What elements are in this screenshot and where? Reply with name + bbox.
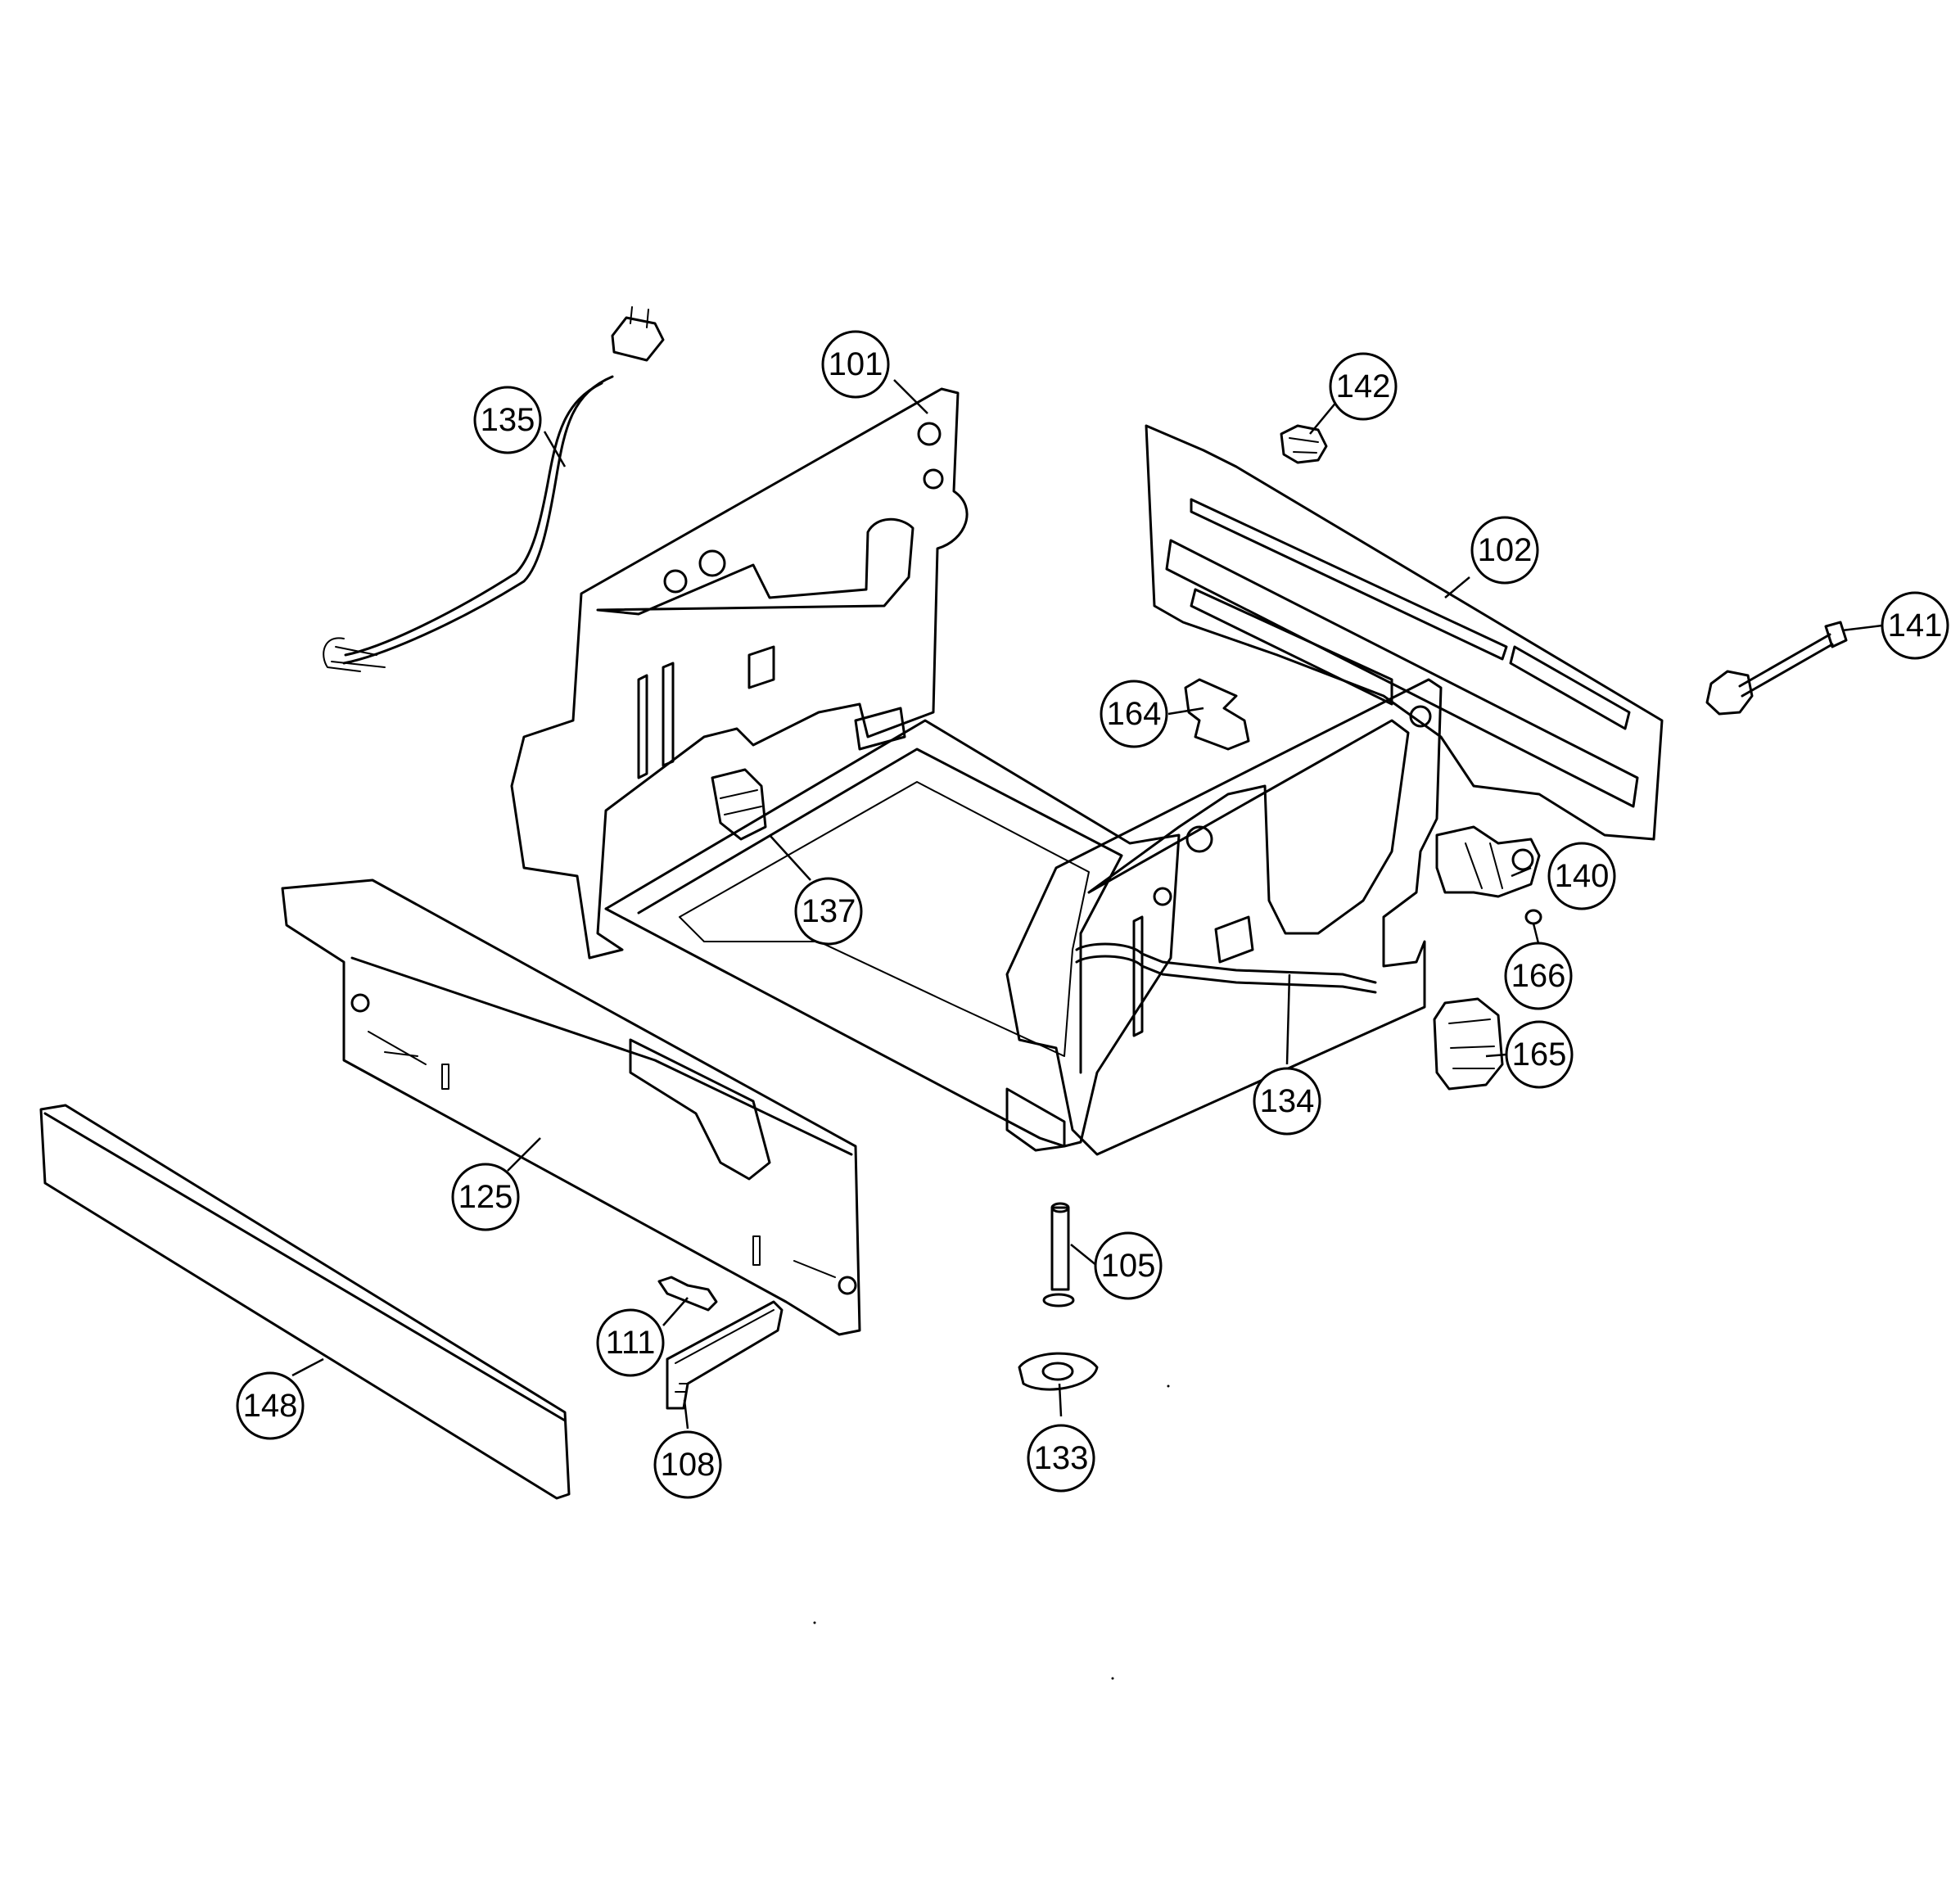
clip-part [657, 1276, 718, 1312]
callout-148: 148 [236, 1371, 305, 1440]
nut-part [1280, 424, 1328, 464]
callout-label-133: 133 [1034, 1440, 1089, 1476]
bracket-rail-part [666, 1300, 784, 1410]
callout-134: 134 [1253, 1067, 1321, 1136]
callout-label-142: 142 [1336, 368, 1391, 404]
power-cord-part [323, 306, 665, 672]
callout-label-125: 125 [458, 1179, 513, 1215]
callout-label-111: 111 [606, 1325, 656, 1361]
callout-166: 166 [1504, 942, 1573, 1010]
callout-label-105: 105 [1101, 1248, 1156, 1284]
callout-label-165: 165 [1512, 1037, 1567, 1073]
foot-pad-part [1018, 1352, 1099, 1391]
hinge-bracket-part [1433, 997, 1504, 1091]
callout-135: 135 [473, 386, 542, 454]
callout-108: 108 [653, 1430, 722, 1499]
callout-label-166: 166 [1511, 958, 1566, 994]
float-switch-part [711, 768, 767, 841]
callout-label-101: 101 [829, 346, 883, 382]
right-frame-panel-part [1005, 678, 1443, 1156]
callout-142: 142 [1329, 352, 1398, 421]
callout-133: 133 [1027, 1424, 1095, 1493]
leader-lines [291, 379, 1883, 1430]
callout-label-135: 135 [481, 402, 535, 438]
callout-165: 165 [1505, 1020, 1574, 1089]
callout-label-102: 102 [1478, 532, 1533, 568]
callout-101: 101 [821, 330, 890, 399]
leveling-leg-part [1042, 1202, 1075, 1308]
bracket-clip-part [1184, 678, 1250, 751]
base-tub-part [604, 719, 1181, 1152]
left-frame-panel-part [510, 387, 969, 960]
callout-164: 164 [1100, 680, 1168, 748]
callout-102: 102 [1470, 516, 1539, 585]
scan-specks [813, 1384, 1170, 1680]
callout-label-164: 164 [1107, 696, 1162, 732]
ring-part [1524, 909, 1542, 925]
callout-105: 105 [1094, 1231, 1163, 1300]
callout-label-140: 140 [1555, 858, 1610, 894]
callout-111: 111 [596, 1308, 665, 1377]
callout-label-134: 134 [1260, 1083, 1315, 1119]
toe-kick-bracket-part [281, 878, 861, 1336]
callout-label-108: 108 [661, 1447, 716, 1483]
rear-panel-part [1145, 424, 1664, 841]
toe-kick-panel-part [39, 1104, 571, 1500]
inlet-valve-part [1435, 825, 1541, 898]
callout-141: 141 [1881, 591, 1949, 660]
callout-137: 137 [794, 877, 863, 946]
callout-label-148: 148 [243, 1388, 298, 1424]
callout-label-137: 137 [802, 893, 856, 929]
callout-label-141: 141 [1888, 607, 1943, 644]
inlet-hose-part [1705, 621, 1848, 716]
drain-hose-part [1075, 942, 1377, 994]
callout-125: 125 [451, 1163, 520, 1231]
callout-140: 140 [1547, 842, 1616, 910]
